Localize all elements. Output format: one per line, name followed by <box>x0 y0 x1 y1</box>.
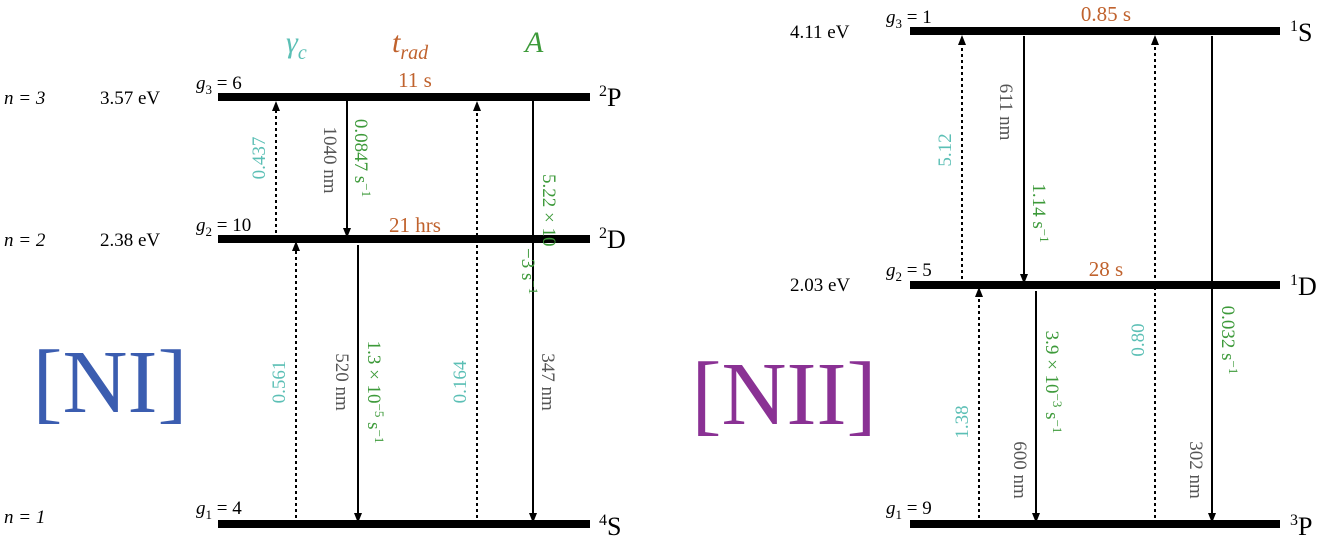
ni-a-d-s: 1.3 × 10−5 s−1 <box>363 341 387 444</box>
ni-term-2p: 2P <box>599 83 621 112</box>
nii-gamma-p-d: 1.38 <box>952 405 973 438</box>
nii-level2-energy: 2.03 eV <box>790 275 850 296</box>
nii-trad-1s: 0.85 s <box>1081 2 1131 26</box>
ni-n3-label: n = 3 <box>4 88 45 109</box>
nii-term-3p: 3P <box>1290 512 1312 541</box>
nii-g1-label: g1 = 9 <box>886 498 932 522</box>
nii-wavelength-s-d: 611 nm <box>995 84 1016 141</box>
ni-level3-energy: 3.57 eV <box>100 88 160 109</box>
ni-term-4s: 4S <box>599 512 621 541</box>
nii-wavelength-d-p: 600 nm <box>1009 441 1030 499</box>
ni-wavelength-p-s: 347 nm <box>537 353 558 411</box>
trad-header: trad <box>392 26 429 64</box>
ni-trad-2p: 11 s <box>398 68 432 92</box>
ni-a-p-d: 0.0847 s−1 <box>350 119 374 197</box>
ni-gamma-s-p: 0.164 <box>450 360 471 403</box>
ni-g1-label: g1 = 4 <box>196 498 242 522</box>
ni-n1-label: n = 1 <box>4 507 45 528</box>
ni-n2-label: n = 2 <box>4 230 46 251</box>
ni-level2-energy: 2.38 eV <box>100 230 160 251</box>
ni-gamma-d-p: 0.437 <box>249 137 270 180</box>
ni-title: [NI] <box>33 333 188 432</box>
nii-level3-energy: 4.11 eV <box>790 22 850 43</box>
ni-a-p-s-line2: −3 s−1 <box>517 248 541 294</box>
nii-g2-label: g2 = 5 <box>886 260 932 284</box>
ni-wavelength-p-d: 1040 nm <box>319 126 340 193</box>
ni-g2-label: g2 = 10 <box>196 215 251 239</box>
nii-trad-1d: 28 s <box>1089 257 1123 281</box>
nii-term-1s: 1S <box>1290 18 1312 47</box>
ni-gamma-s-d: 0.561 <box>269 361 290 404</box>
ni-a-p-s-line1: 5.22 × 10 <box>538 174 559 246</box>
nii-a-d-p: 3.9 × 10−3 s−1 <box>1041 331 1065 434</box>
ni-g3-label: g3 = 6 <box>196 73 242 97</box>
ni-wavelength-d-s: 520 nm <box>331 353 352 411</box>
nii-gamma-d-s: 5.12 <box>935 133 956 166</box>
ni-trad-2d: 21 hrs <box>389 213 441 237</box>
nii-g3-label: g3 = 1 <box>886 7 932 31</box>
nii-term-1d: 1D <box>1290 272 1317 301</box>
nii-gamma-p-s: 0.80 <box>1128 323 1149 356</box>
nii-a-s-p: 0.032 s−1 <box>1217 306 1241 375</box>
nii-wavelength-s-p: 302 nm <box>1185 441 1206 499</box>
nii-title: [NII] <box>692 345 877 444</box>
gamma-header: γc <box>286 26 307 64</box>
ni-term-2d: 2D <box>599 225 626 254</box>
a-header: A <box>523 26 544 59</box>
nii-a-s-d: 1.14 s−1 <box>1028 183 1052 242</box>
